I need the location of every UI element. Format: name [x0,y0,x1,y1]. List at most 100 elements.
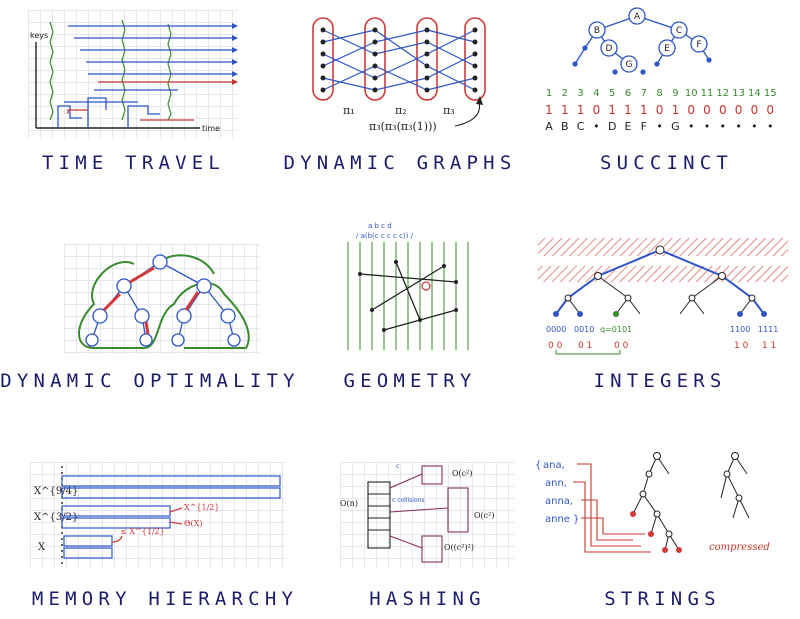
hash-left-bound: O(n) [340,499,358,508]
strings-open-brace: { [535,460,541,471]
succ-idx-cell: 2 [562,88,568,99]
succ-bits-cell: 1 [545,103,553,117]
query-label: q=0101 [600,325,632,334]
hash-right-bound: O(c²) [474,511,495,520]
tile-memory-hierarchy[interactable]: X^{9/4} X^{3/2} X X^{1/2} Θ(X) ≤ X^{1/2}… [0,412,330,619]
node-a: A [634,12,641,22]
succ-let-cell: C [577,120,585,133]
tile-geometry[interactable]: a b c d / a(b(c c c c c)) / GEOMETRY [300,206,520,412]
level-x: X [38,542,46,553]
succ-let-cell: B [561,120,569,133]
note-x-half: X^{1/2} [184,503,219,512]
succ-let-cell: • [656,120,663,133]
succ-bits-cell: 1 [561,103,569,117]
succ-idx-cell: 6 [625,88,631,99]
note-theta-x: Θ(X) [184,519,203,528]
hash-collisions-label: c collisions [392,497,425,504]
tile-label: TIME TRAVEL [0,152,267,174]
succ-idx-cell: 7 [641,88,647,99]
tile-hashing[interactable]: O(n) O(c²) O(c²) O((c²)²) c c collisions [330,412,525,619]
word-anne: anne [545,514,570,525]
integers-sketch: 0000 0010 q=0101 1100 1111 0 0 0 1 0 0 1… [538,236,788,356]
bits-3: 0 0 [614,341,629,351]
tile-label: DYNAMIC OPTIMALITY [0,370,300,392]
tile-label: INTEGERS [520,370,800,392]
pi3-label: π₃ [443,104,455,117]
succ-idx-cell: 3 [577,88,583,99]
dynamic-optimality-sketch [64,244,260,354]
succ-let-cell: E [625,120,632,133]
pi2-label: π₂ [395,104,407,117]
succ-let-cell: • [720,120,727,133]
succ-idx-cell: 5 [609,88,615,99]
code-0000: 0000 [546,325,566,334]
succ-let-cell: G [671,120,680,133]
tile-label: HASHING [330,588,525,610]
bits-4: 1 0 [734,341,749,351]
note-le-x-half: ≤ X^{1/2} [120,527,165,536]
tile-strings[interactable]: { ana, ann, anna, anne } [525,412,800,619]
succ-idx-cell: 14 [748,88,761,99]
succ-let-cell: F [641,120,647,133]
hash-c-label: c [396,463,399,470]
svg-text:a b c d: a b c d [368,222,392,230]
tile-label: SUCCINCT [533,152,800,174]
succ-idx-cell: 9 [672,88,678,99]
succ-let-cell: • [593,120,600,133]
tile-label: GEOMETRY [300,370,520,392]
strings-sketch: { ana, ann, anna, anne } [533,450,793,568]
succ-let-cell: • [735,120,742,133]
succ-let-cell: • [767,120,774,133]
strings-close-brace: } [573,514,579,525]
succ-idx-cell: 1 [546,88,552,99]
succ-let-cell: A [545,120,553,133]
composition-label: π₃(π₃(π₃(1))) [369,120,437,133]
succ-let-cell: D [608,120,616,133]
tile-dynamic-graphs[interactable]: π₁ π₂ π₃ π₃(π₃(π₃(1))) DYNAMIC GRAPHS [267,0,533,206]
succ-idx-cell: 8 [656,88,662,99]
node-g: G [626,60,633,70]
tile-time-travel[interactable]: keys time [0,0,267,206]
code-0010: 0010 [574,325,594,334]
pi1-label: π₁ [343,104,355,117]
hashing-sketch: O(n) O(c²) O(c²) O((c²)²) c c collisions [340,462,515,568]
node-f: F [696,40,701,50]
tile-label: MEMORY HIERARCHY [0,588,330,610]
axis-time-label: time [202,124,220,133]
tile-integers[interactable]: 0000 0010 q=0101 1100 1111 0 0 0 1 0 0 1… [520,206,800,412]
word-anna: anna, [545,496,573,507]
succ-bits-cell: 1 [608,103,616,117]
dynamic-graphs-sketch: π₁ π₂ π₃ π₃(π₃(π₃(1))) [305,10,495,138]
succ-bits-cell: 1 [640,103,648,117]
node-c: C [676,26,682,36]
node-d: D [606,44,613,54]
succ-idx-cell: 15 [764,88,777,99]
succ-bits-cell: 0 [593,103,601,117]
word-ann: ann, [545,478,567,489]
succ-bits-cell: 1 [672,103,680,117]
node-e: E [664,44,670,54]
compressed-label: compressed [709,542,770,553]
svg-text:/ a(b(c c c c c)) /: / a(b(c c c c c)) / [356,232,414,240]
time-travel-sketch: keys time [28,10,238,138]
succ-let-cell: • [751,120,758,133]
succ-bits-cell: 0 [703,103,711,117]
succ-idx-cell: 10 [685,88,698,99]
tile-dynamic-optimality[interactable]: DYNAMIC OPTIMALITY [0,206,300,412]
succ-let-cell: • [688,120,695,133]
succ-let-cell: • [704,120,711,133]
code-1111: 1111 [758,325,778,334]
hash-right-bound-top: O(c²) [452,469,473,478]
succ-idx-cell: 12 [716,88,729,99]
tile-label: STRINGS [525,588,800,610]
succ-idx-cell: 11 [701,88,714,99]
succ-idx-cell: 13 [732,88,745,99]
node-b: B [594,26,600,36]
succ-bits-cell: 1 [577,103,585,117]
succ-bits-cell: 0 [656,103,664,117]
succ-bits-cell: 0 [735,103,743,117]
bits-1: 0 0 [548,341,563,351]
succ-bits-cell: 1 [624,103,632,117]
tile-label: DYNAMIC GRAPHS [267,152,533,174]
